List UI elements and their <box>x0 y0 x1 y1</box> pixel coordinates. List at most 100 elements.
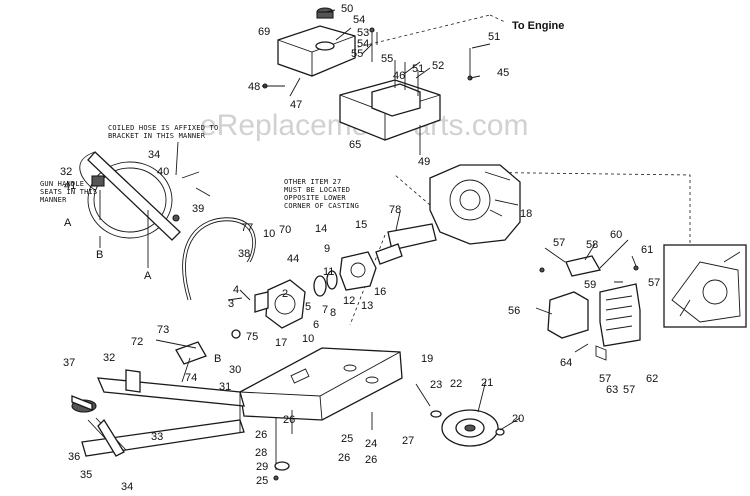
callout-57: 57 <box>648 277 660 289</box>
frame-fasteners <box>273 410 373 481</box>
callout-32: 32 <box>60 166 72 178</box>
callout-60: 60 <box>610 229 622 241</box>
callout-10: 10 <box>302 333 314 345</box>
callout-46: 46 <box>393 70 405 82</box>
fuel-tank <box>277 25 356 77</box>
callout-labels: 50 54 53 54 55 55 69 51 51 52 46 45 48 4… <box>60 3 660 493</box>
item27-note-line-4: CORNER OF CASTING <box>284 202 359 210</box>
fuel-cap <box>316 7 334 19</box>
callout-4: 4 <box>233 284 239 296</box>
callout-26: 26 <box>255 429 267 441</box>
callout-28: 28 <box>255 447 267 459</box>
callout-A: A <box>144 270 152 282</box>
hose-reel <box>79 151 181 265</box>
callout-3: 3 <box>228 298 234 310</box>
hose-note: COILED HOSE IS AFFIXED TO BRACKET IN THI… <box>108 124 223 140</box>
callout-21: 21 <box>481 377 493 389</box>
callout-17: 17 <box>275 337 287 349</box>
callout-7: 7 <box>322 304 328 316</box>
callout-77: 77 <box>241 222 253 234</box>
callout-64: 64 <box>560 357 572 369</box>
callout-30: 30 <box>229 364 241 376</box>
handle-assembly <box>71 369 245 457</box>
callout-57: 57 <box>553 237 565 249</box>
callout-39: 39 <box>192 203 204 215</box>
gun-note: GUN HANDLE SEATS IN THIS MANNER <box>40 180 102 204</box>
callout-53: 53 <box>357 27 369 39</box>
callout-62: 62 <box>646 373 658 385</box>
hose-note-line-2: BRACKET IN THIS MANNER <box>108 132 206 140</box>
hose-note-line-1: COILED HOSE IS AFFIXED TO <box>108 124 218 132</box>
callout-65: 65 <box>349 139 361 151</box>
callout-11: 11 <box>323 266 334 278</box>
callout-55: 55 <box>381 53 393 65</box>
callout-16: 16 <box>374 286 386 298</box>
wheel-assembly <box>430 409 505 447</box>
pump-assembly <box>227 243 403 339</box>
callout-75: 75 <box>246 331 258 343</box>
callout-72: 72 <box>131 336 143 348</box>
gun-note-line-3: MANNER <box>40 196 67 204</box>
callout-A: A <box>64 217 72 229</box>
callout-31: 31 <box>219 381 231 393</box>
callout-18: 18 <box>520 208 532 220</box>
callout-15: 15 <box>355 219 367 231</box>
callout-56: 56 <box>508 305 520 317</box>
callout-78: 78 <box>389 204 401 216</box>
callout-50: 50 <box>341 3 353 15</box>
callout-26: 26 <box>283 414 295 426</box>
callout-20: 20 <box>512 413 524 425</box>
callout-19: 19 <box>421 353 433 365</box>
engine-block <box>387 164 521 251</box>
callout-44: 44 <box>287 253 299 265</box>
callout-34: 34 <box>148 149 160 161</box>
callout-55: 55 <box>351 48 363 60</box>
callout-8: 8 <box>330 307 336 319</box>
callout-63: 63 <box>606 384 618 396</box>
callout-B: B <box>96 249 103 261</box>
callout-41: 41 <box>64 180 76 192</box>
engine-connector-lines <box>345 14 691 326</box>
callout-70: 70 <box>279 224 291 236</box>
leader-lines <box>99 9 637 431</box>
callout-51: 51 <box>488 31 500 43</box>
callout-74: 74 <box>185 372 197 384</box>
high-pressure-hose <box>182 187 256 301</box>
callout-25: 25 <box>256 475 268 487</box>
callout-12: 12 <box>343 295 355 307</box>
callout-58: 58 <box>586 239 598 251</box>
callout-51: 51 <box>412 63 424 75</box>
callout-54: 54 <box>353 14 365 26</box>
frame-base <box>239 347 403 421</box>
callout-54: 54 <box>357 38 369 50</box>
muffler-assembly <box>539 255 641 361</box>
callout-40: 40 <box>157 166 169 178</box>
callout-9: 9 <box>324 243 330 255</box>
callout-24: 24 <box>365 438 377 450</box>
callout-52: 52 <box>432 60 444 72</box>
callout-34: 34 <box>121 481 133 493</box>
callout-37: 37 <box>63 357 75 369</box>
callout-57: 57 <box>623 384 635 396</box>
callout-38: 38 <box>238 248 250 260</box>
callout-29: 29 <box>256 461 268 473</box>
item27-note: OTHER ITEM 27 MUST BE LOCATED OPPOSITE L… <box>284 178 359 210</box>
callout-59: 59 <box>584 279 596 291</box>
callout-23: 23 <box>430 379 442 391</box>
callout-5: 5 <box>305 301 311 313</box>
item27-note-line-2: MUST BE LOCATED <box>284 186 350 194</box>
spray-gun <box>155 339 207 383</box>
engine-detail-inset <box>663 244 747 328</box>
callout-57: 57 <box>599 373 611 385</box>
callout-22: 22 <box>450 378 462 390</box>
callout-49: 49 <box>418 156 430 168</box>
callout-13: 13 <box>361 300 373 312</box>
callout-69: 69 <box>258 26 270 38</box>
callout-36: 36 <box>68 451 80 463</box>
callout-73: 73 <box>157 324 169 336</box>
item27-note-line-3: OPPOSITE LOWER <box>284 194 346 202</box>
callout-26: 26 <box>338 452 350 464</box>
callout-6: 6 <box>313 319 319 331</box>
